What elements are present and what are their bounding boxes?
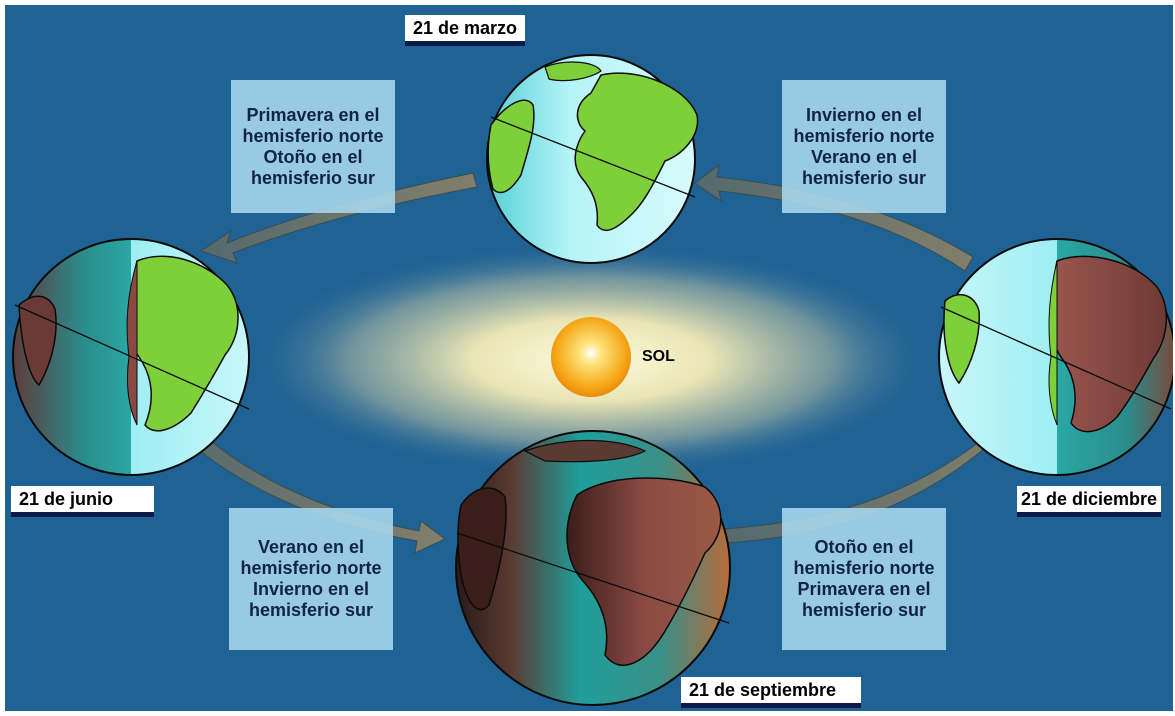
- season-line: Invierno en el: [252, 579, 370, 599]
- season-line: hemisferio norte: [793, 558, 935, 578]
- season-box-december: Invierno en el hemisferio norte Verano e…: [782, 80, 946, 213]
- sun-icon: [551, 317, 631, 397]
- earth-december-icon: [938, 238, 1173, 476]
- season-line: hemisferio sur: [250, 167, 376, 188]
- earth-september-icon: [455, 430, 731, 706]
- date-label-march: 21 de marzo: [405, 15, 526, 46]
- date-label-september: 21 de septiembre: [681, 677, 861, 708]
- season-line: Invierno en el: [805, 104, 923, 125]
- season-line: hemisferio sur: [248, 600, 374, 620]
- orbit-diagram: Primavera en el hemisferio norte Otoño e…: [5, 5, 1173, 711]
- sun-label: SOL: [642, 348, 675, 365]
- date-label-december: 21 de diciembre: [1017, 486, 1162, 517]
- earth-march-icon: [486, 54, 699, 264]
- season-line: hemisferio norte: [242, 125, 384, 146]
- season-box-june: Verano en el hemisferio norte Invierno e…: [229, 508, 393, 650]
- season-line: hemisferio sur: [801, 600, 927, 620]
- season-line: hemisferio sur: [801, 167, 927, 188]
- season-line: Otoño en el: [814, 537, 914, 557]
- season-box-september: Otoño en el hemisferio norte Primavera e…: [782, 508, 946, 650]
- season-line: Otoño en el: [263, 146, 363, 167]
- season-line: Verano en el: [257, 537, 365, 557]
- arrow-june-to-september: [162, 408, 446, 554]
- date-label-june: 21 de junio: [11, 486, 154, 517]
- season-line: Verano en el: [810, 146, 918, 167]
- orbit-scene: [12, 54, 1173, 706]
- season-box-march: Primavera en el hemisferio norte Otoño e…: [231, 80, 395, 213]
- season-line: Primavera en el: [246, 104, 380, 125]
- season-line: hemisferio norte: [793, 125, 935, 146]
- season-line: hemisferio norte: [240, 558, 382, 578]
- earth-june-icon: [12, 238, 250, 476]
- arrow-december-to-march: [694, 163, 974, 272]
- season-line: Primavera en el: [797, 579, 931, 599]
